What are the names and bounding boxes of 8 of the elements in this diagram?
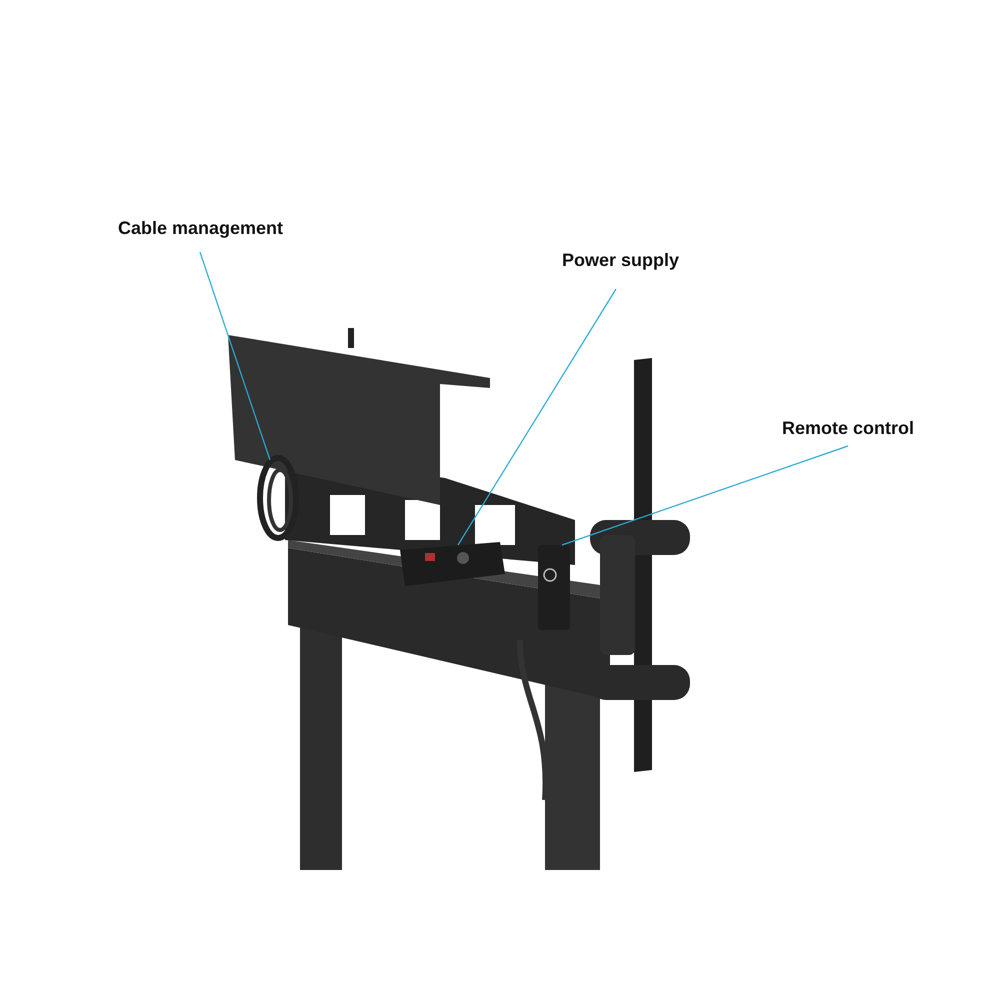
leader-line bbox=[457, 288, 617, 546]
power-strip-drawing bbox=[400, 542, 505, 586]
leader-line bbox=[562, 445, 848, 546]
callout-label: Remote control bbox=[782, 418, 914, 439]
callout-label: Power supply bbox=[562, 250, 680, 271]
leader-line bbox=[199, 252, 271, 460]
callout-label: Cable management bbox=[118, 218, 284, 239]
remote-control-drawing bbox=[538, 545, 570, 630]
